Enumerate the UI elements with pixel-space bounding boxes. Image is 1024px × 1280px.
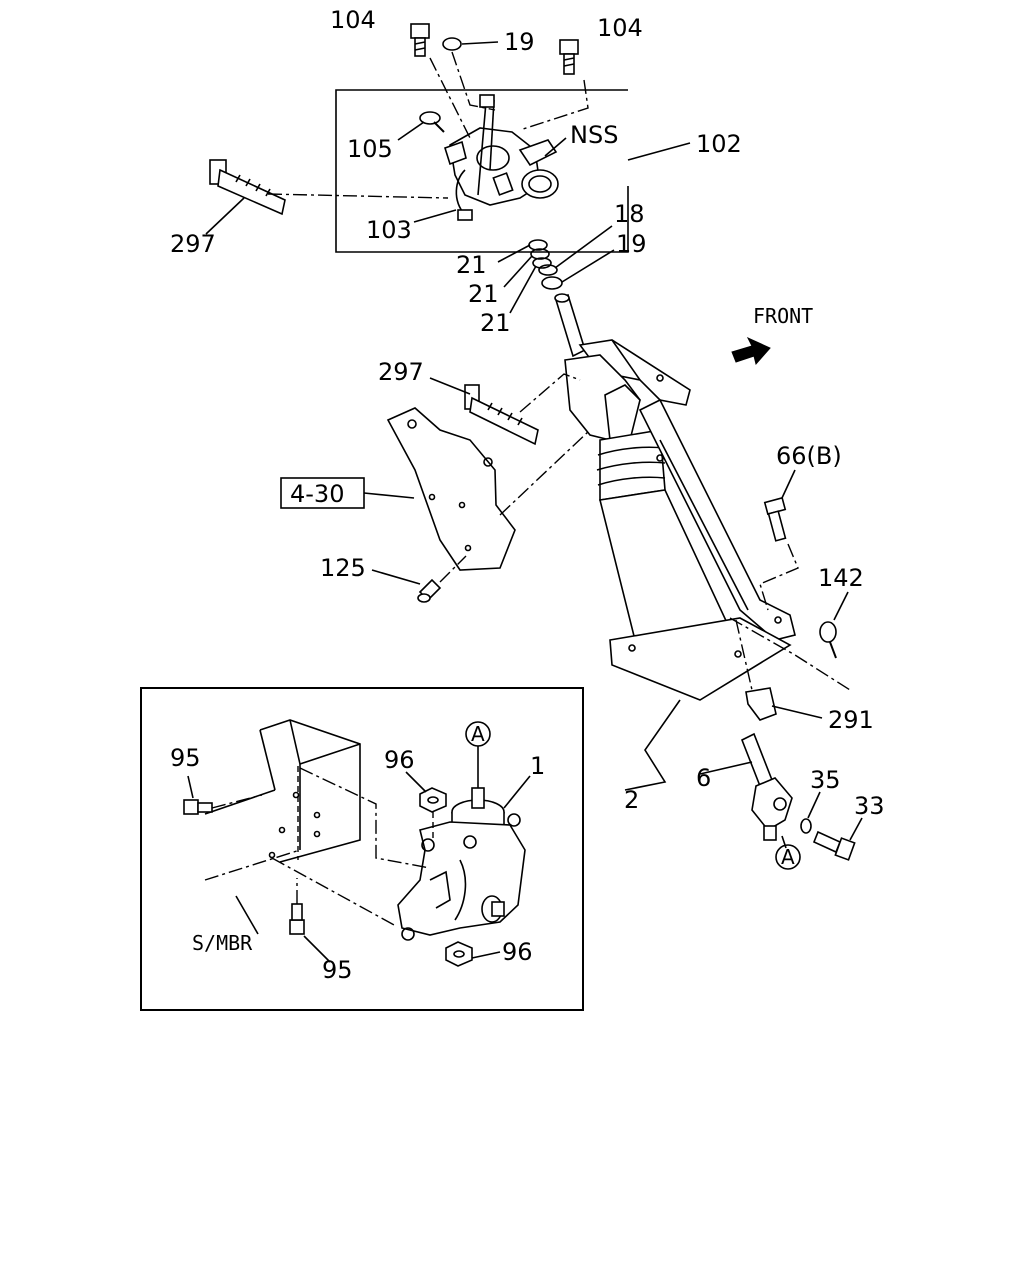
screw-142 — [819, 621, 837, 659]
front-direction-arrow — [731, 336, 771, 366]
marker-a-lower — [775, 844, 801, 870]
callout-142: 142 — [818, 564, 864, 592]
callout-297-lower: 297 — [378, 358, 424, 386]
callout-291: 291 — [828, 706, 874, 734]
callout-104-left: 104 — [330, 6, 376, 34]
callout-95-lower: 95 — [322, 956, 353, 984]
assembly-box-102 — [335, 89, 629, 253]
callout-19-lower: 19 — [616, 230, 647, 258]
steering-gear-box — [397, 787, 526, 941]
callout-2: 2 — [624, 786, 639, 814]
callout-103: 103 — [366, 216, 412, 244]
side-member-frame — [204, 719, 361, 881]
cable-tie-297-upper — [209, 159, 286, 216]
ref-4-30: 4-30 — [290, 480, 344, 508]
steering-column — [554, 293, 796, 788]
callout-105: 105 — [347, 135, 393, 163]
ring-19-top — [442, 37, 462, 51]
callout-18: 18 — [614, 200, 645, 228]
ring-35 — [800, 818, 812, 834]
callout-66b: 66(B) — [776, 442, 842, 470]
label-nss: NSS — [570, 121, 618, 149]
clip-291 — [745, 687, 777, 721]
callout-33: 33 — [854, 792, 885, 820]
callout-21-a: 21 — [456, 251, 487, 279]
screw-105 — [419, 111, 445, 133]
callout-102: 102 — [696, 130, 742, 158]
bolt-95-upper — [183, 799, 213, 815]
callout-6: 6 — [696, 764, 711, 792]
cable-tie-297-lower — [464, 384, 539, 446]
label-front: FRONT — [753, 304, 813, 328]
callout-1: 1 — [530, 752, 545, 780]
column-cover-4-30 — [386, 407, 516, 571]
nut-96-upper — [419, 787, 447, 813]
washer-stack — [528, 239, 563, 290]
marker-a-upper-label: A — [471, 722, 485, 746]
bolt-104-right — [559, 39, 579, 75]
inset-frame — [140, 687, 584, 1011]
callout-95-upper: 95 — [170, 744, 201, 772]
switch-assembly-group — [335, 23, 691, 253]
callout-96-lower: 96 — [502, 938, 533, 966]
callout-297-upper: 297 — [170, 230, 216, 258]
callout-104-right: 104 — [597, 14, 643, 42]
callout-96-upper: 96 — [384, 746, 415, 774]
universal-joint — [751, 777, 793, 841]
nut-96-lower — [445, 941, 473, 967]
clip-125 — [417, 578, 442, 603]
bolt-104-left — [410, 23, 430, 57]
callout-19-top: 19 — [504, 28, 535, 56]
callout-125: 125 — [320, 554, 366, 582]
label-smbr: S/MBR — [192, 931, 253, 955]
callout-35: 35 — [810, 766, 841, 794]
callout-21-c: 21 — [480, 309, 511, 337]
bolt-95-lower — [289, 903, 305, 935]
callout-21-b: 21 — [468, 280, 499, 308]
bolt-66b — [763, 496, 787, 542]
marker-a-lower-label: A — [781, 845, 795, 869]
bolt-33 — [812, 830, 856, 861]
switch-body — [444, 94, 559, 221]
